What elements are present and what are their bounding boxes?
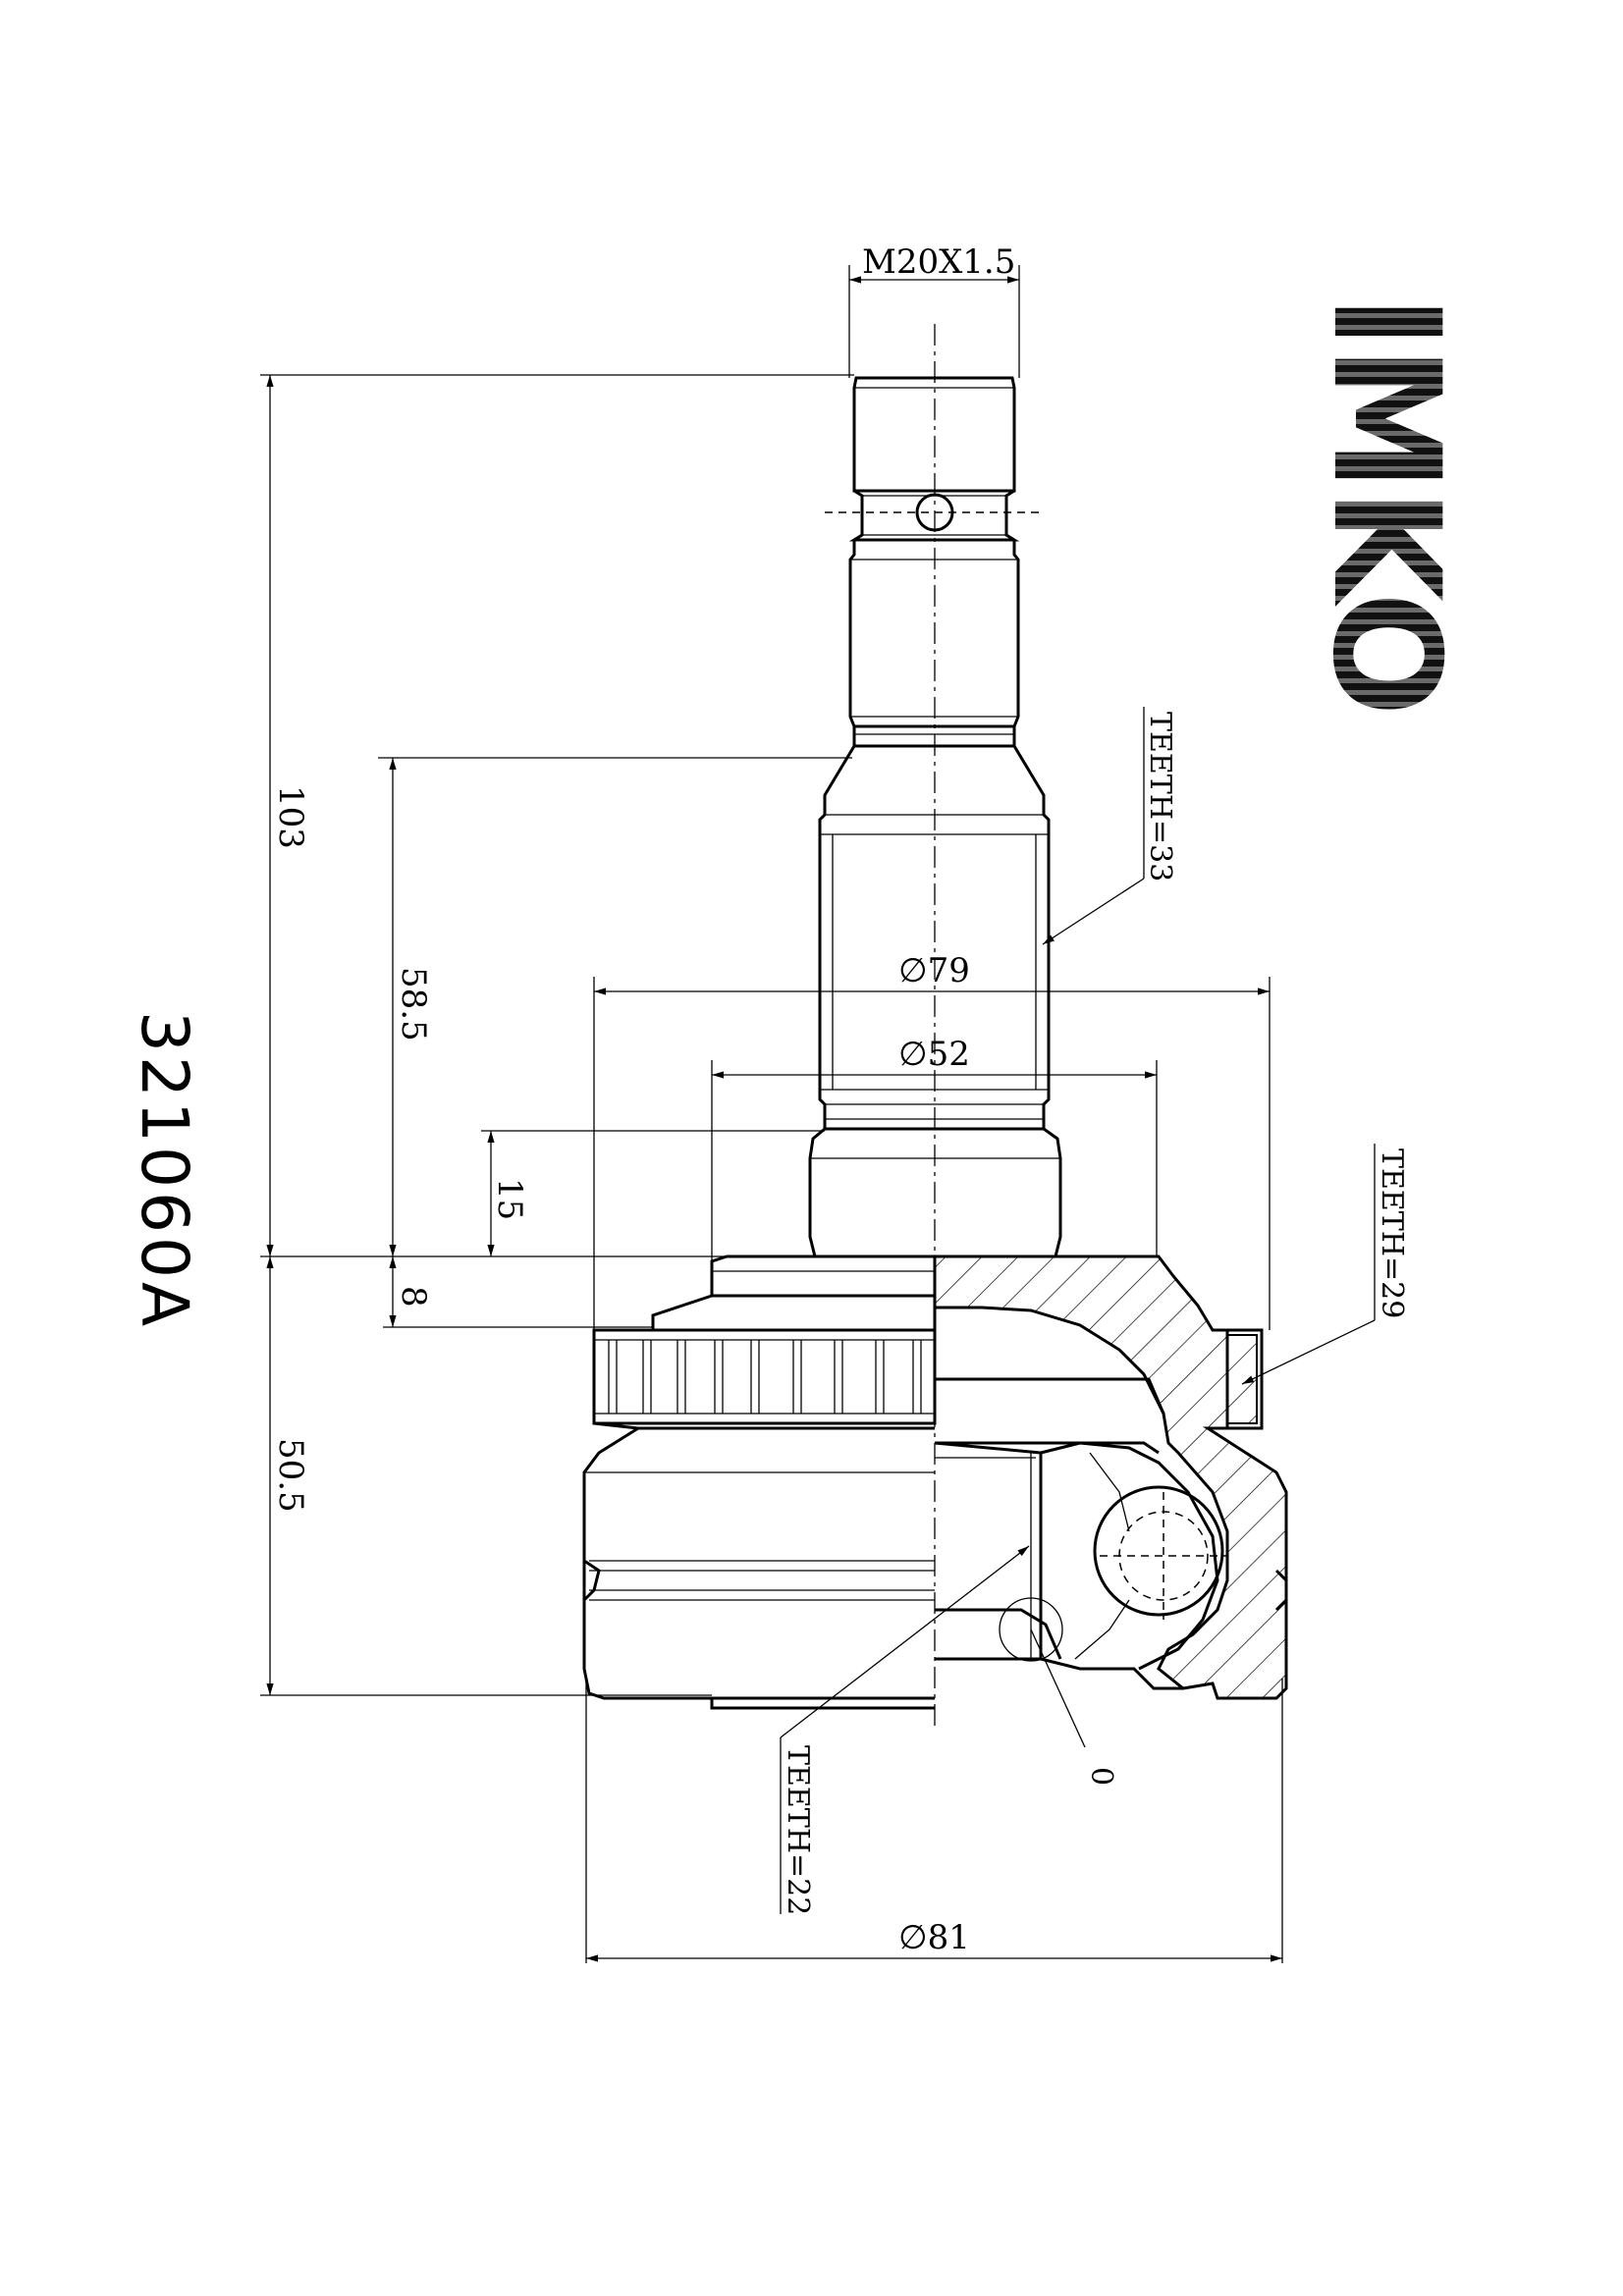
dim-flange-width-text: 8 — [394, 1286, 433, 1308]
dim-body-length-text: 50.5 — [271, 1438, 310, 1513]
dim-flange-diameter-text: ∅52 — [898, 1035, 970, 1074]
dim-body-length: 50.5 — [260, 1256, 712, 1696]
callout-abs-teeth-text: TEETH=29 — [1375, 1148, 1409, 1318]
part-number-text: 321060A — [127, 1011, 202, 1330]
dim-thread: M20X1.5 — [848, 242, 1020, 378]
callout-spline-teeth: TEETH=33 — [1042, 707, 1177, 945]
flange — [651, 1255, 937, 1332]
outer-body — [582, 1426, 935, 1710]
dim-overall-length: 103 — [260, 374, 854, 1256]
section-view — [933, 1255, 1288, 1700]
abs-ring — [592, 1328, 937, 1430]
dim-overall-length-text: 103 — [271, 785, 310, 849]
spline-shaft — [818, 745, 1051, 1131]
callout-ring: 0 — [1030, 1629, 1118, 1786]
callout-inner-teeth-text: TEETH=22 — [781, 1745, 815, 1915]
dim-shaft-length: 58.5 — [378, 757, 852, 1256]
brand-logo-text: IMKO — [1300, 294, 1471, 713]
dim-flange-width: 8 — [383, 1256, 653, 1328]
part-number: 321060A — [127, 1011, 202, 1330]
callout-ring-text: 0 — [1084, 1767, 1118, 1786]
dim-shoulder-length-text: 15 — [490, 1178, 529, 1220]
dim-thread-text: M20X1.5 — [862, 242, 1015, 282]
callout-abs-teeth: TEETH=29 — [1241, 1144, 1409, 1385]
ball — [1093, 1485, 1224, 1617]
callout-spline-teeth-text: TEETH=33 — [1143, 712, 1177, 881]
dim-flange-diameter: ∅52 — [711, 1035, 1158, 1261]
dim-body-diameter-text: ∅81 — [898, 1918, 970, 1957]
callout-inner-teeth: TEETH=22 — [780, 1545, 1030, 1915]
threaded-stub — [825, 376, 1041, 748]
dim-shoulder-length: 15 — [481, 1130, 825, 1256]
dim-shaft-length-text: 58.5 — [394, 967, 433, 1041]
dim-abs-diameter-text: ∅79 — [898, 951, 970, 990]
dim-body-diameter: ∅81 — [585, 1679, 1283, 1963]
brand-logo: IMKO — [1300, 294, 1471, 713]
dim-abs-diameter: ∅79 — [593, 951, 1271, 1330]
